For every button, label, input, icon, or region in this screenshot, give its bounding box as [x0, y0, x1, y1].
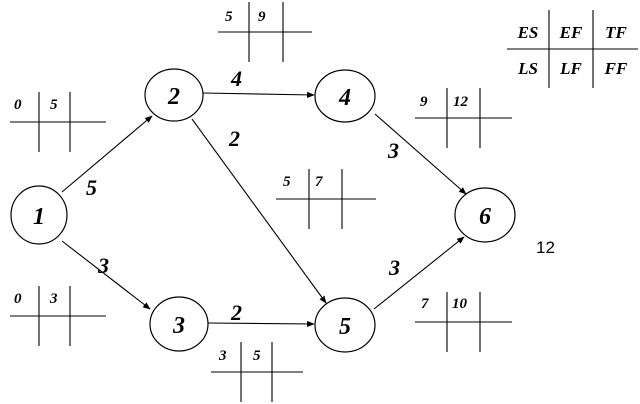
- time-box-1-2-es: 0: [14, 97, 22, 113]
- node-1-label: 1: [33, 204, 45, 230]
- time-box-1-3-ef: 3: [49, 291, 58, 307]
- node-6: 6: [454, 187, 516, 243]
- edge-1-2: [61, 115, 153, 193]
- edge-2-5: [191, 118, 327, 304]
- time-box-4-6-ef: 12: [453, 94, 469, 110]
- node-5: 5: [314, 297, 376, 353]
- node-4: 4: [314, 69, 376, 123]
- time-box-2-4-es: 5: [225, 9, 233, 25]
- time-box-2-4-ef: 9: [258, 9, 266, 25]
- edge-5-6-duration: 3: [388, 255, 400, 280]
- edge-3-5-duration: 2: [230, 300, 242, 325]
- time-box-5-6: 7 10: [415, 292, 512, 352]
- time-box-5-6-ef: 10: [452, 296, 468, 312]
- node-3: 3: [149, 296, 209, 352]
- node-1: 1: [10, 185, 68, 245]
- edge-5-6: [373, 236, 465, 310]
- legend-ls: LS: [517, 59, 538, 78]
- node-6-label: 6: [479, 204, 491, 230]
- edge-1-2-duration: 5: [86, 175, 97, 200]
- time-box-2-4: 5 9: [218, 2, 312, 62]
- node-4-label: 4: [338, 85, 351, 111]
- node-2: 2: [144, 68, 204, 122]
- time-box-1-2-ef: 5: [50, 97, 58, 113]
- time-box-2-5: 5 7: [276, 169, 376, 229]
- edge-1-3: [61, 240, 151, 310]
- edge-4-6: [374, 113, 467, 195]
- time-box-4-6-es: 9: [420, 94, 428, 110]
- time-box-3-5: 3 5: [211, 342, 303, 402]
- time-box-1-3: 0 3: [10, 286, 106, 346]
- legend-lf: LF: [559, 59, 582, 78]
- legend-table: ES EF TF LS LF FF: [507, 10, 638, 88]
- time-box-2-5-ef: 7: [315, 174, 323, 190]
- legend-es: ES: [517, 23, 539, 42]
- edge-2-4: [202, 91, 315, 98]
- time-box-4-6: 9 12: [415, 88, 512, 148]
- time-box-3-5-es: 3: [218, 348, 227, 364]
- edge-1-3-duration: 3: [97, 253, 109, 278]
- node-5-label: 5: [339, 314, 351, 340]
- time-box-2-5-es: 5: [283, 174, 291, 190]
- edge-4-6-duration: 3: [387, 138, 399, 163]
- time-box-1-2: 0 5: [10, 92, 106, 152]
- edge-2-5-duration: 2: [228, 126, 240, 151]
- legend-ef: EF: [559, 23, 583, 42]
- edge-2-4-duration: 4: [230, 66, 242, 91]
- legend-tf: TF: [605, 23, 627, 42]
- node-2-label: 2: [167, 84, 180, 110]
- project-duration-annotation: 12: [536, 238, 555, 257]
- time-box-5-6-es: 7: [421, 296, 429, 312]
- legend-ff: FF: [604, 59, 628, 78]
- time-box-1-3-es: 0: [14, 291, 22, 307]
- edge-3-5: [207, 320, 315, 328]
- node-3-label: 3: [172, 313, 185, 339]
- time-box-3-5-ef: 5: [253, 348, 261, 364]
